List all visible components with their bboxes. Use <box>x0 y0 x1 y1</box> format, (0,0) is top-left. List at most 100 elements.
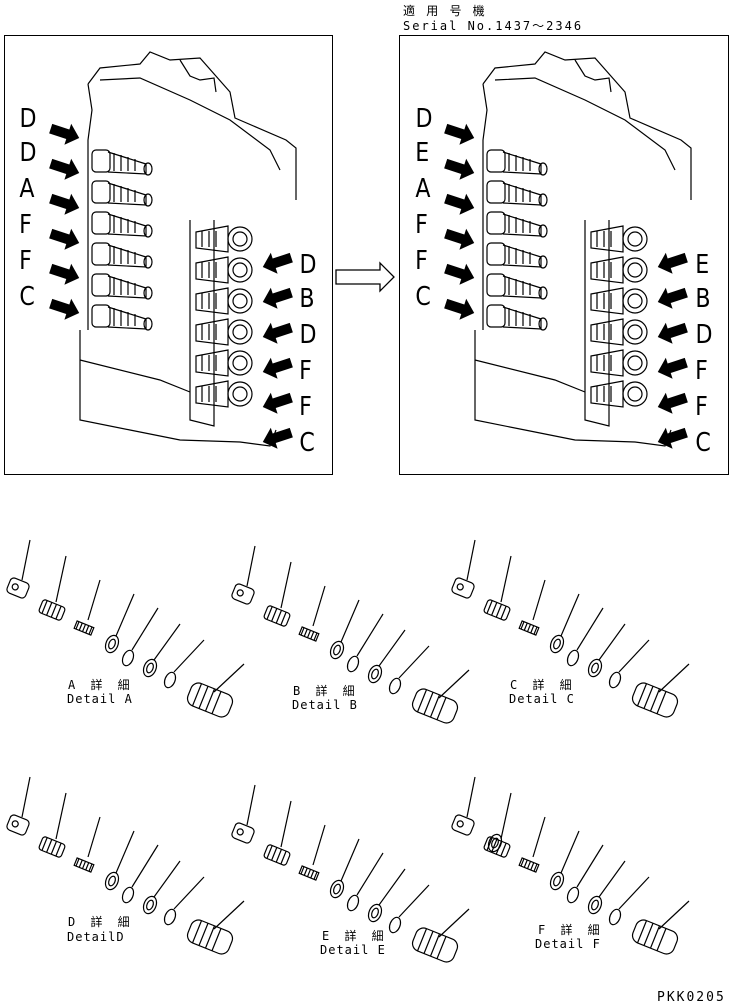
arrow-icon <box>444 263 475 285</box>
detail-part-plug <box>185 918 235 957</box>
arrow-icon <box>444 158 475 180</box>
detail-part-oring <box>162 671 177 690</box>
right-spool <box>591 288 647 314</box>
detail-part-cap <box>231 822 256 844</box>
detail-part-piston <box>263 605 290 627</box>
block-inner-edge <box>100 78 280 170</box>
leader-line <box>379 630 405 666</box>
detail-part-ring <box>486 832 504 853</box>
left-spool <box>92 150 152 175</box>
leader-line <box>599 861 625 897</box>
arrow-icon <box>262 357 293 379</box>
leader-line <box>281 562 291 608</box>
leader-line <box>174 640 204 672</box>
label-right-5: F <box>299 392 312 422</box>
detail-part-ring <box>586 894 604 915</box>
leader-line <box>116 594 134 636</box>
detail-f-title-en: Detail F <box>535 937 601 951</box>
detail-part-oring <box>607 671 622 690</box>
right-spool <box>196 226 252 252</box>
detail-part-ring <box>141 894 159 915</box>
left-spool <box>92 305 152 330</box>
leader-line <box>22 540 30 580</box>
left-spool <box>92 243 152 268</box>
block-bottom-edge <box>475 330 671 446</box>
detail-b-title-jp: B 詳 細 <box>293 684 359 698</box>
leader-line <box>439 670 469 698</box>
label-right-1-after: E <box>695 250 710 280</box>
block-seam <box>80 360 190 392</box>
leader-line <box>533 580 545 620</box>
block-bottom-edge <box>80 330 276 446</box>
leader-line <box>56 556 66 602</box>
leader-line <box>132 608 158 650</box>
detail-a-title-en: Detail A <box>67 692 133 706</box>
leader-line <box>132 845 158 887</box>
label-right-2-after: B <box>695 284 711 314</box>
leader-line <box>56 793 66 839</box>
detail-part-oring <box>565 649 580 668</box>
leader-line <box>599 624 625 660</box>
detail-c-title-jp: C 詳 細 <box>510 678 576 692</box>
detail-part-oring <box>162 908 177 927</box>
arrow-icon <box>657 427 688 449</box>
label-right-2: B <box>299 284 315 314</box>
label-left-2-after: E <box>415 138 430 168</box>
detail-part-plug <box>410 687 460 726</box>
leader-line <box>659 901 689 929</box>
block-cap <box>575 60 611 92</box>
leader-line <box>399 646 429 678</box>
detail-part-plug <box>630 918 680 957</box>
leader-line <box>439 909 469 937</box>
right-spool <box>591 226 647 252</box>
leader-line <box>214 664 244 692</box>
leader-line <box>281 801 291 847</box>
leader-line <box>341 839 359 881</box>
leader-line <box>399 885 429 917</box>
detail-part-oring <box>387 677 402 696</box>
leader-line <box>154 861 180 897</box>
leader-line <box>88 817 100 857</box>
detail-part-plug <box>410 926 460 965</box>
right-spool <box>591 319 647 345</box>
label-right-5-after: F <box>695 392 708 422</box>
arrow-icon <box>49 228 80 250</box>
right-spool <box>591 257 647 283</box>
leader-line <box>357 614 383 656</box>
arrow-icon <box>444 298 475 320</box>
leader-line <box>247 546 255 586</box>
detail-part-plug <box>630 681 680 720</box>
label-right-6-after: C <box>695 428 711 458</box>
arrow-icon <box>657 252 688 274</box>
label-right-6: C <box>299 428 315 458</box>
valve-diagram-panel-before <box>4 35 333 475</box>
detail-c-title-en: Detail C <box>509 692 575 706</box>
leader-line <box>313 586 325 626</box>
arrow-icon <box>262 322 293 344</box>
block-left-edge <box>483 84 487 330</box>
right-spool <box>196 288 252 314</box>
leader-line <box>619 877 649 909</box>
label-left-5-after: F <box>415 246 428 276</box>
label-left-3: A <box>19 174 35 204</box>
arrow-icon <box>262 427 293 449</box>
leader-line <box>561 594 579 636</box>
detail-part-cap <box>6 814 31 836</box>
detail-part-ring <box>103 870 121 891</box>
leader-line <box>22 777 30 817</box>
detail-part-ring <box>548 633 566 654</box>
block-top-edge <box>483 52 691 200</box>
leader-line <box>154 624 180 660</box>
label-left-2: D <box>19 138 37 168</box>
detail-part-piston <box>263 844 290 866</box>
block-inner-edge <box>495 78 675 170</box>
detail-part-oring <box>345 894 360 913</box>
label-left-4-after: F <box>415 210 428 240</box>
arrow-icon <box>657 357 688 379</box>
leader-line <box>357 853 383 895</box>
left-spool <box>487 181 547 206</box>
label-left-6-after: C <box>415 282 431 312</box>
